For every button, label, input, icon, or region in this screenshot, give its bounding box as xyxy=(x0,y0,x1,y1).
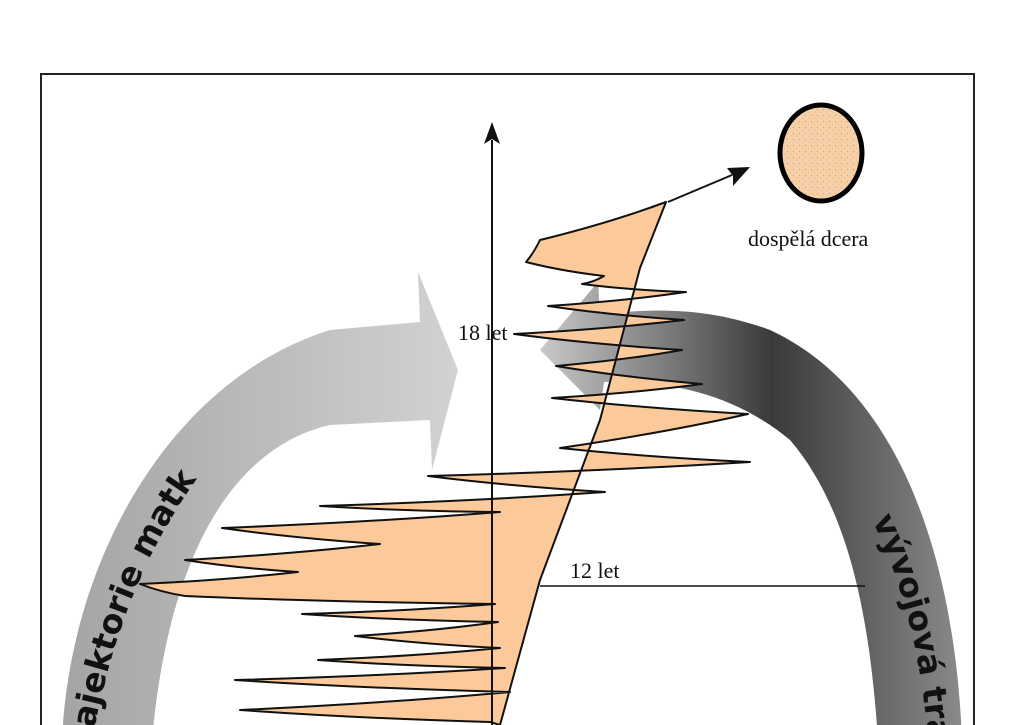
left-trajectory-arrow xyxy=(62,272,458,725)
growth-wave xyxy=(139,201,751,725)
figure-frame xyxy=(40,73,975,725)
circle-dotted-icon xyxy=(777,102,865,204)
arrow-up-icon xyxy=(484,122,500,144)
left-arc-label: trajektorie matky xyxy=(0,0,204,725)
age-12-label: 12 let xyxy=(570,558,620,583)
adult-daughter-label: dospělá dcera xyxy=(748,226,869,251)
growth-arrow-line xyxy=(667,174,733,203)
right-trajectory-arrow xyxy=(540,282,962,725)
age-18-label: 18 let xyxy=(458,320,508,345)
arrow-up-right-icon xyxy=(727,167,750,186)
